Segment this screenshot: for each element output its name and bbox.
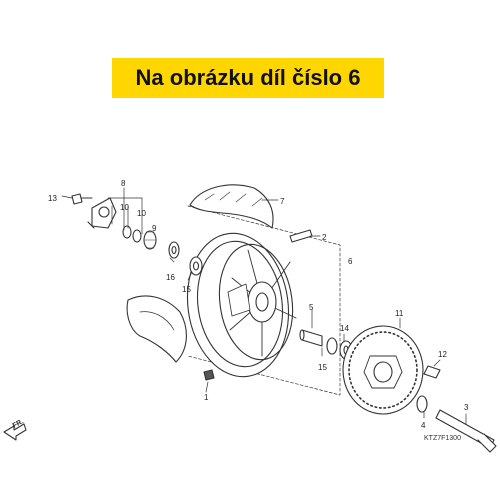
callout-15a: 15 bbox=[182, 285, 191, 294]
callout-1: 1 bbox=[204, 393, 209, 402]
callout-15b: 15 bbox=[318, 363, 327, 372]
dust-seal-left bbox=[189, 256, 203, 276]
speedometer-gearbox bbox=[91, 197, 117, 229]
washer-a bbox=[122, 225, 132, 239]
collar-4 bbox=[416, 395, 428, 413]
callout-13: 13 bbox=[48, 194, 57, 203]
callout-12: 12 bbox=[438, 350, 447, 359]
callout-9: 9 bbox=[152, 224, 157, 233]
callout-labels: 13 8 10 10 9 7 2 6 16 15 5 14 15 11 12 1… bbox=[48, 179, 469, 430]
balance-weight bbox=[203, 369, 215, 381]
callout-5: 5 bbox=[309, 303, 314, 312]
bearing-left bbox=[168, 241, 180, 259]
direction-arrow bbox=[3, 423, 27, 441]
callout-2: 2 bbox=[322, 233, 327, 242]
tire-tread bbox=[189, 184, 274, 229]
callout-7: 7 bbox=[280, 197, 285, 206]
callout-3: 3 bbox=[464, 403, 469, 412]
diagram-code: KTZ7F1300 bbox=[424, 435, 461, 442]
callout-10a: 10 bbox=[120, 203, 129, 212]
callout-10b: 10 bbox=[137, 209, 146, 218]
disc-bolt bbox=[423, 365, 441, 379]
banner-text: Na obrázku díl číslo 6 bbox=[135, 65, 361, 90]
callout-8: 8 bbox=[121, 179, 126, 188]
axle-collar bbox=[301, 329, 323, 347]
dust-seal-right bbox=[326, 337, 338, 355]
tire-valve bbox=[289, 229, 313, 243]
washer-b bbox=[132, 229, 142, 243]
direction-label: FR. bbox=[12, 418, 25, 430]
callout-16: 16 bbox=[166, 273, 175, 282]
assembly-outline bbox=[187, 205, 341, 396]
callout-14: 14 bbox=[340, 324, 349, 333]
callout-11: 11 bbox=[395, 309, 404, 318]
part-number-banner: Na obrázku díl číslo 6 bbox=[112, 58, 384, 98]
callout-6: 6 bbox=[348, 257, 353, 266]
bolt-13 bbox=[71, 193, 83, 205]
wheel-spokes bbox=[229, 249, 297, 357]
tire-section bbox=[126, 295, 187, 363]
callout-4: 4 bbox=[421, 421, 426, 430]
